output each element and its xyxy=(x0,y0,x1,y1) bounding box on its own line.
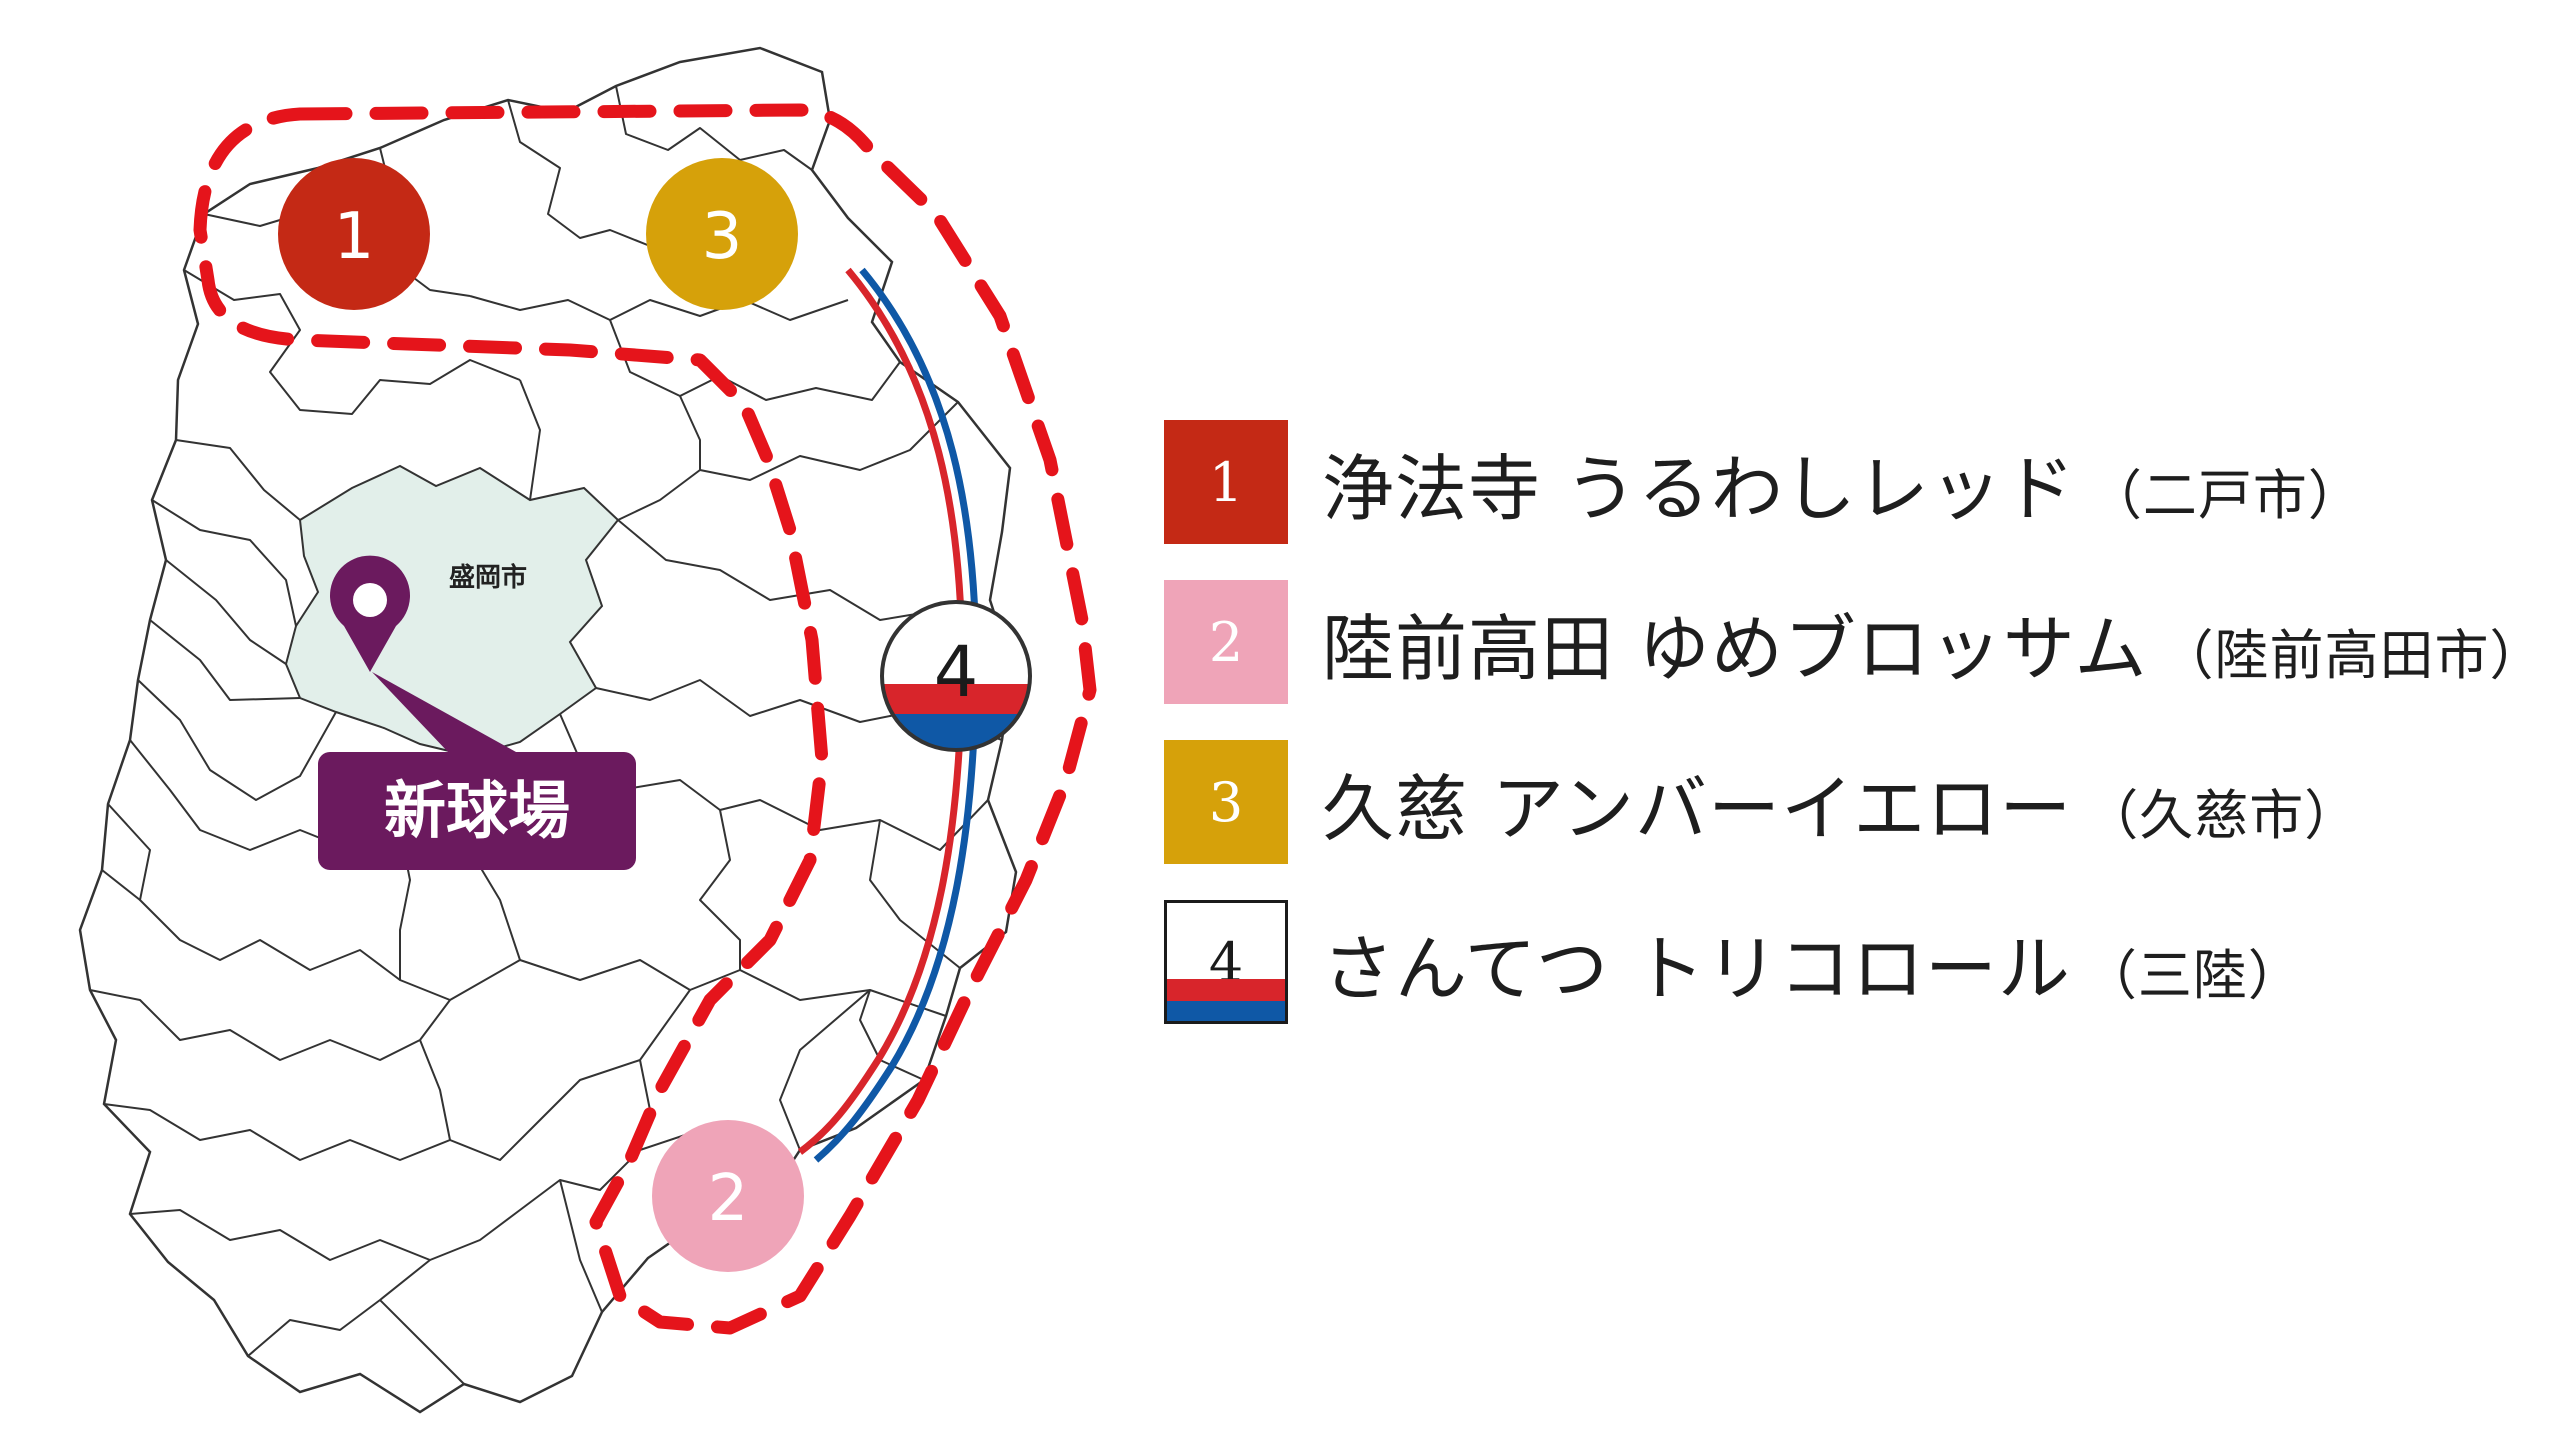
svg-text:2: 2 xyxy=(708,1162,749,1236)
marker-3: 3 xyxy=(646,158,798,310)
legend-swatch-1: 1 xyxy=(1164,420,1288,544)
legend-label-2: 陸前高田 ゆめブロッサム（陸前高田市） xyxy=(1322,606,2545,691)
sanriku-railway xyxy=(797,267,980,1163)
svg-text:3: 3 xyxy=(702,200,743,274)
legend-item-4: 4 さんてつ トリコロール（三陸） xyxy=(1164,900,2303,1024)
city-label-morioka: 盛岡市 xyxy=(449,562,527,593)
legend-label-3: 久慈 アンバーイエロー（久慈市） xyxy=(1322,766,2360,851)
legend-swatch-2: 2 xyxy=(1164,580,1288,704)
legend-item-2: 2 陸前高田 ゆめブロッサム（陸前高田市） xyxy=(1164,580,2544,704)
legend-label-4: さんてつ トリコロール（三陸） xyxy=(1322,926,2303,1011)
legend-swatch-4: 4 xyxy=(1164,900,1288,1024)
stadium-callout-pointer xyxy=(372,672,516,752)
legend-swatch-3: 3 xyxy=(1164,740,1288,864)
legend-label-1: 浄法寺 うるわしレッド（二戸市） xyxy=(1322,446,2363,531)
marker-2: 2 xyxy=(652,1120,804,1272)
zone-outlines xyxy=(193,103,1097,1335)
legend-item-1: 1 浄法寺 うるわしレッド（二戸市） xyxy=(1164,420,2363,544)
morioka-region xyxy=(284,464,620,758)
svg-text:新球場: 新球場 xyxy=(384,774,570,847)
prefecture-outline xyxy=(78,46,1018,1414)
zone-north xyxy=(193,103,1097,1335)
location-pin-icon xyxy=(330,555,410,672)
marker-1: 1 xyxy=(278,158,430,310)
stadium-badge: 新球場 xyxy=(318,752,636,870)
legend-item-3: 3 久慈 アンバーイエロー（久慈市） xyxy=(1164,740,2359,864)
marker-4: 4 xyxy=(880,600,1032,752)
svg-text:4: 4 xyxy=(934,631,979,713)
svg-text:1: 1 xyxy=(334,200,375,274)
